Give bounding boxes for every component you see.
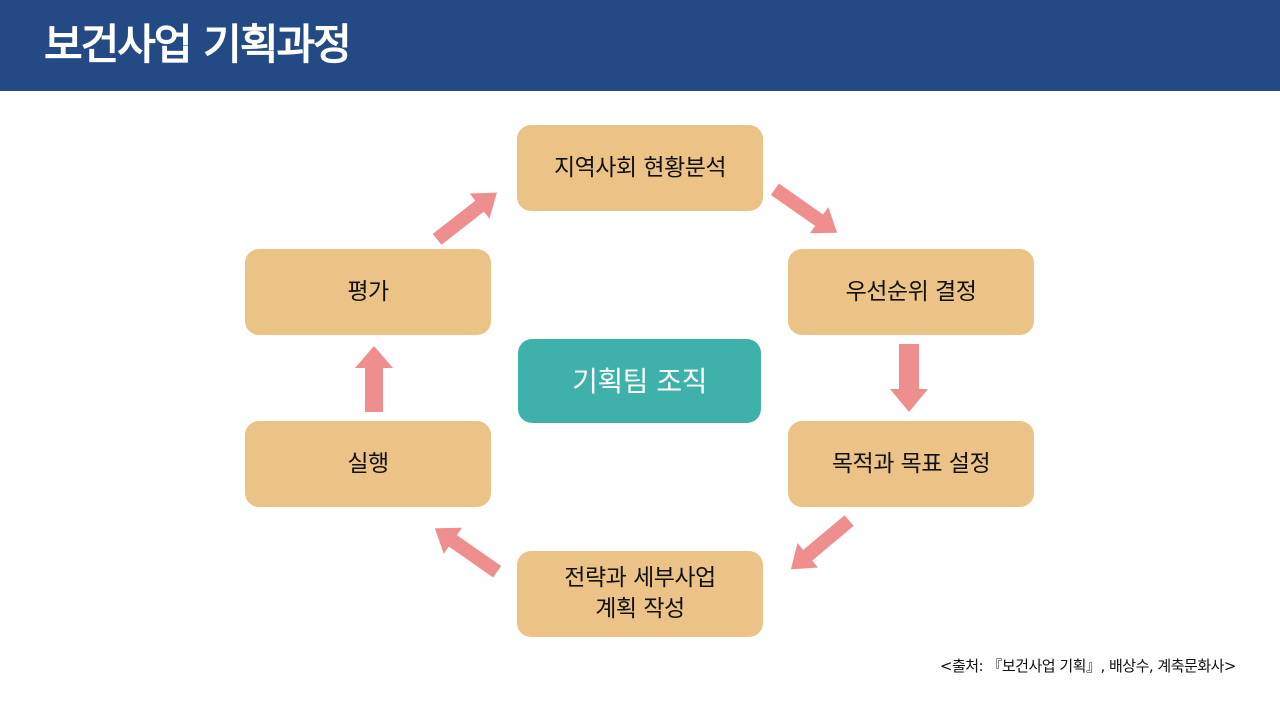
step-evaluation: 평가 (245, 249, 491, 335)
step-label: 우선순위 결정 (845, 278, 977, 305)
center-planning-team: 기획팀 조직 (518, 339, 761, 423)
source-citation: <출처: 『보건사업 기획』, 배상수, 계축문화사> (939, 657, 1237, 675)
step-implementation: 실행 (245, 421, 491, 507)
step-priority-setting: 우선순위 결정 (788, 249, 1034, 335)
step-label: 평가 (347, 278, 389, 305)
step-label: 목적과 목표 설정 (831, 450, 991, 477)
title-bar: 보건사업 기획과정 (0, 0, 1280, 91)
step-label: 실행 (347, 450, 389, 477)
arrow-down-right-icon (770, 183, 838, 234)
step-community-analysis: 지역사회 현황분석 (517, 125, 763, 211)
arrow-up-icon (355, 346, 393, 412)
step-goals-objectives: 목적과 목표 설정 (788, 421, 1034, 507)
center-label: 기획팀 조직 (572, 364, 707, 398)
arrow-down-icon (890, 344, 928, 412)
step-label: 지역사회 현황분석 (553, 154, 727, 181)
arrow-up-left-icon (434, 527, 502, 578)
page-title: 보건사업 기획과정 (44, 20, 352, 69)
arrow-up-right-icon (432, 192, 497, 245)
arrow-down-left-icon (790, 515, 854, 570)
step-strategy-plan: 전략과 세부사업 계획 작성 (517, 551, 763, 637)
step-label: 전략과 세부사업 계획 작성 (564, 565, 716, 622)
